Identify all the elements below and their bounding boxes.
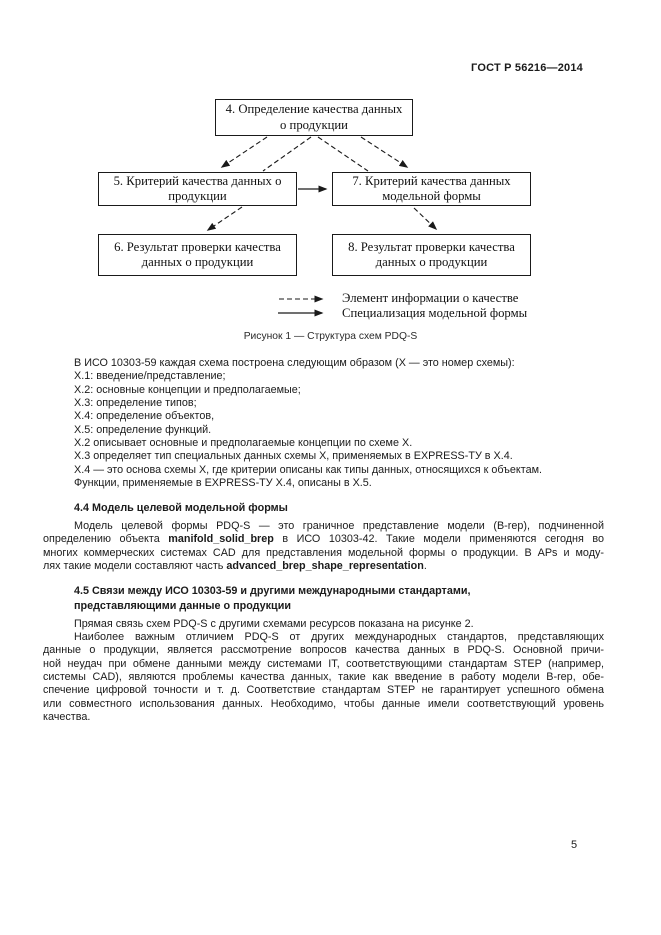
text-line: качества. — [43, 711, 604, 724]
text-segment: или совместного использования данных. Не… — [43, 697, 604, 710]
dashed-arrow-4-to-5-outer — [220, 136, 268, 168]
diagram-box-7: 7. Критерий качества данных модельной фо… — [332, 172, 531, 206]
text-line: ной неудач при обмене данными между сист… — [43, 658, 604, 671]
text-line: Функции, применяемые в EXPRESS-ТУ X.4, о… — [74, 477, 372, 490]
section-heading-line: представляющими данные о продукции — [74, 600, 291, 612]
diagram-box-4: 4. Определение качества данных о продукц… — [215, 99, 413, 136]
text-segment: Прямая связь схем PDQ-S с другими схемам… — [74, 617, 474, 630]
paragraph: Наиболее важным отличием PDQ-S от других… — [43, 631, 604, 724]
text-line: Модель целевой формы PDQ-S — это граничн… — [43, 520, 604, 533]
text-segment: данные о продукции, является рассмотрени… — [43, 644, 604, 657]
diagram-box-5: 5. Критерий качества данных о продукции — [98, 172, 297, 206]
text-segment: системы CAD), являются проблемы качества… — [43, 670, 604, 683]
text-line: определению объекта manifold_solid_brep … — [43, 533, 604, 546]
page-number: 5 — [571, 839, 578, 851]
text-line: X.1: введение/представление; — [74, 370, 226, 383]
text-segment: . — [423, 560, 427, 573]
text-segment: лях такие модели составляют часть — [43, 560, 227, 573]
text-segment: в ИСО 10303-42. Такие модели применяются… — [273, 533, 604, 546]
dashed-arrow-4-to-7-outer — [360, 136, 409, 168]
diagram-box-6-label: 6. Результат проверки качества данных о … — [114, 239, 281, 269]
text-line: В ИСО 10303-59 каждая схема построена сл… — [74, 357, 515, 369]
dashed-arrow-7-to-8 — [413, 207, 438, 231]
legend-label-shape-specialization: Специализация модельной формы — [342, 306, 528, 320]
text-line: X.4: определение объектов, — [74, 410, 215, 423]
dashed-line-4-to-7-inner — [317, 136, 369, 172]
figure-1-diagram: 4. Определение качества данных о продукц… — [0, 0, 661, 330]
text-line: спечение цифровой точности и т. д. Соотв… — [43, 684, 604, 697]
dashed-line-4-to-5-inner — [262, 136, 312, 172]
text-line: X.5: определение функций. — [74, 423, 212, 436]
text-segment: ной неудач при обмене данными между сист… — [43, 657, 604, 670]
document-code-header: ГОСТ Р 56216—2014 — [471, 62, 583, 74]
figure-caption: Рисунок 1 — Структура схем PDQ-S — [243, 331, 418, 342]
section-heading-line: 4.5 Связи между ИСО 10303-59 и другими м… — [74, 585, 471, 598]
text-line: X.2: основные концепции и предполагаемые… — [74, 383, 301, 396]
text-line: Прямая связь схем PDQ-S с другими схемам… — [43, 618, 604, 631]
text-line: Наиболее важным отличием PDQ-S от других… — [43, 631, 604, 644]
body-text: В ИСО 10303-59 каждая схема построена сл… — [43, 357, 604, 724]
diagram-arrows-layer — [206, 136, 438, 317]
text-segment: многих коммерческих системах CAD для пре… — [43, 546, 604, 559]
legend-label-quality-info: Элемент информации о качестве — [342, 291, 519, 305]
text-line: X.2 описывает основные и предполагаемые … — [74, 437, 413, 450]
diagram-box-5-label: 5. Критерий качества данных о продукции — [113, 173, 282, 203]
paragraph: Прямая связь схем PDQ-S с другими схемам… — [43, 618, 604, 631]
diagram-box-6: 6. Результат проверки качества данных о … — [98, 234, 297, 276]
text-line: или совместного использования данных. Не… — [43, 698, 604, 711]
text-line: X.3 определяет тип специальных данных сх… — [74, 450, 513, 463]
text-segment: качества. — [43, 711, 91, 723]
paragraph: Модель целевой формы PDQ-S — это граничн… — [43, 520, 604, 573]
section-heading: 4.5 Связи между ИСО 10303-59 и другими м… — [43, 584, 604, 613]
diagram-box-4-label: 4. Определение качества данных о продукц… — [225, 102, 403, 132]
section-heading: 4.4 Модель целевой модельной формы — [43, 501, 604, 516]
text-segment: определению объекта — [43, 533, 169, 546]
text-line: X.4 — это основа схемы X, где критерии о… — [74, 463, 542, 476]
text-segment: Наиболее важным отличием PDQ-S от других… — [74, 630, 604, 643]
diagram-box-8-label: 8. Результат проверки качества данных о … — [348, 239, 515, 269]
text-line: системы CAD), являются проблемы качества… — [43, 671, 604, 684]
diagram-box-7-label: 7. Критерий качества данных модельной фо… — [352, 173, 511, 203]
diagram-box-8: 8. Результат проверки качества данных о … — [332, 234, 531, 276]
text-line: многих коммерческих системах CAD для пре… — [43, 547, 604, 560]
section-heading-line: 4.4 Модель целевой модельной формы — [74, 502, 288, 515]
text-line: данные о продукции, является рассмотрени… — [43, 644, 604, 657]
bold-term: manifold_solid_brep — [168, 533, 274, 546]
text-segment: Модель целевой формы PDQ-S — это граничн… — [74, 520, 604, 533]
dashed-arrow-5-to-6 — [206, 206, 243, 231]
text-line: X.3: определение типов; — [74, 397, 197, 410]
text-line: лях такие модели составляют часть advanc… — [43, 560, 604, 573]
text-segment: спечение цифровой точности и т. д. Соотв… — [43, 684, 604, 697]
bold-term: advanced_brep_shape_representation — [226, 560, 424, 573]
